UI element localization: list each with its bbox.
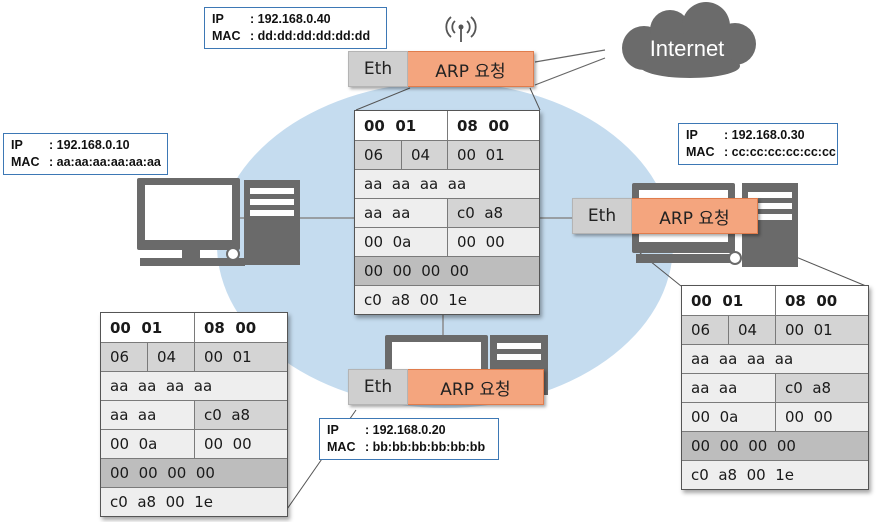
packet-row: aa aa aa aa	[355, 169, 539, 198]
computer-icon	[137, 178, 300, 266]
arp-request: ARP 요청	[408, 369, 544, 405]
packet-cell: aa aa aa aa	[355, 170, 539, 198]
packet-cell: aa aa aa aa	[682, 345, 868, 373]
packet-cell: 00 00 00 00	[355, 257, 539, 285]
packet-cell: c0 a8 00 1e	[355, 286, 539, 314]
packet-cell: 04	[728, 316, 775, 344]
host-a-info: IP : 192.168.0.10 MAC : aa:aa:aa:aa:aa:aa	[3, 133, 168, 175]
arp-frame-bottom: Eth ARP 요청	[348, 369, 544, 405]
packet-cell: 00 0a	[682, 403, 775, 431]
packet-cell: aa aa	[101, 401, 194, 429]
mac-label: MAC	[212, 29, 241, 43]
ip-address: : 192.168.0.40	[250, 12, 331, 26]
packet-cell: 00 01	[101, 313, 194, 342]
arp-frame-top: Eth ARP 요청	[348, 51, 534, 87]
eth-header: Eth	[348, 369, 408, 405]
host-d-info: IP : 192.168.0.40 MAC : dd:dd:dd:dd:dd:dd	[204, 7, 387, 49]
packet-cell: 00 01	[447, 141, 539, 169]
packet-cell: 08 00	[775, 286, 868, 315]
packet-cell: c0 a8 00 1e	[101, 488, 287, 516]
packet-row: c0 a8 00 1e	[682, 460, 868, 489]
packet-cell: 04	[401, 141, 447, 169]
ip-label: IP	[212, 12, 224, 26]
wifi-antenna-icon	[445, 16, 477, 42]
packet-cell: 08 00	[447, 111, 539, 140]
packet-cell: c0 a8	[775, 374, 868, 402]
packet-cell: 00 01	[682, 286, 775, 315]
mac-label: MAC	[686, 145, 715, 159]
packet-cell: 00 0a	[101, 430, 194, 458]
ip-label: IP	[686, 128, 698, 142]
packet-row: 00 00 00 00	[682, 431, 868, 460]
mac-address: : cc:cc:cc:cc:cc:cc	[724, 145, 836, 159]
packet-cell: 06	[101, 343, 147, 371]
packet-cell: aa aa aa aa	[101, 372, 287, 400]
packet-row: 00 00 00 00	[101, 458, 287, 487]
packet-cell: 06	[682, 316, 728, 344]
arp-request: ARP 요청	[408, 51, 534, 87]
packet-cell: 00 00 00 00	[101, 459, 287, 487]
packet-cell: 00 00 00 00	[682, 432, 868, 460]
packet-row: 00 00 00 00	[355, 256, 539, 285]
mac-label: MAC	[327, 440, 356, 454]
arp-frame-right: Eth ARP 요청	[572, 198, 758, 234]
packet-cell: 04	[147, 343, 194, 371]
ip-label: IP	[327, 423, 339, 437]
mac-label: MAC	[11, 155, 40, 169]
packet-cell: 00 00	[447, 228, 539, 256]
internet-label: Internet	[649, 36, 725, 61]
callout-line	[529, 87, 541, 111]
callout-line	[534, 57, 606, 86]
packet-cell: 00 01	[355, 111, 447, 140]
packet-cell: aa aa	[682, 374, 775, 402]
mac-address: : dd:dd:dd:dd:dd:dd	[250, 29, 371, 43]
ip-address: : 192.168.0.10	[49, 138, 130, 152]
packet-cell: 08 00	[194, 313, 287, 342]
callout-line	[534, 49, 606, 63]
packet-row: aa aa aa aa	[101, 371, 287, 400]
packet-cell: c0 a8	[447, 199, 539, 227]
eth-header: Eth	[348, 51, 408, 87]
packet-cell: 00 00	[775, 403, 868, 431]
arp-request: ARP 요청	[632, 198, 758, 234]
packet-cell: aa aa	[355, 199, 447, 227]
mac-address: : bb:bb:bb:bb:bb:bb	[365, 440, 486, 454]
cloud-icon	[622, 2, 756, 78]
packet-cell: 06	[355, 141, 401, 169]
mac-address: : aa:aa:aa:aa:aa:aa	[49, 155, 161, 169]
callout-line	[355, 87, 411, 111]
host-c-info: IP : 192.168.0.30 MAC : cc:cc:cc:cc:cc:cc	[678, 123, 838, 165]
packet-row: c0 a8 00 1e	[355, 285, 539, 314]
packet-cell: c0 a8	[194, 401, 287, 429]
eth-header: Eth	[572, 198, 632, 234]
ip-address: : 192.168.0.20	[365, 423, 446, 437]
packet-row: aa aa aa aa	[682, 344, 868, 373]
ip-label: IP	[11, 138, 23, 152]
packet-row: c0 a8 00 1e	[101, 487, 287, 516]
packet-cell: 00 0a	[355, 228, 447, 256]
packet-cell: 00 01	[775, 316, 868, 344]
host-b-info: IP : 192.168.0.20 MAC : bb:bb:bb:bb:bb:bb	[319, 418, 499, 460]
packet-cell: 00 00	[194, 430, 287, 458]
packet-cell: 00 01	[194, 343, 287, 371]
packet-cell: c0 a8 00 1e	[682, 461, 868, 489]
ip-address: : 192.168.0.30	[724, 128, 805, 142]
